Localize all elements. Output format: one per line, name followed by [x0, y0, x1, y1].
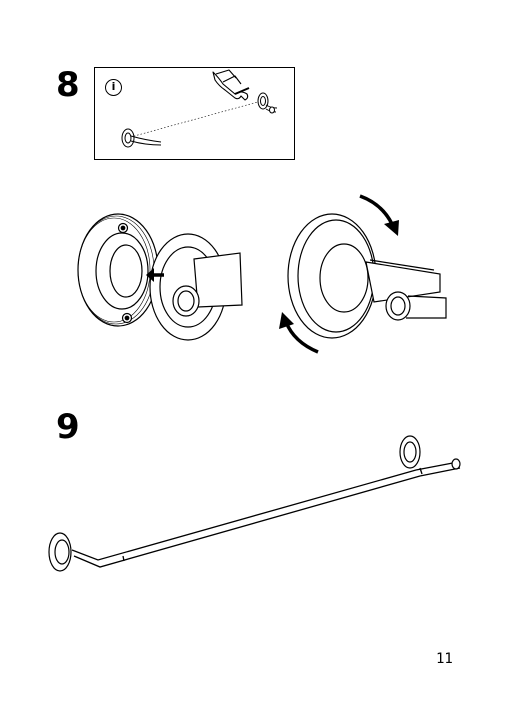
- step-8-number: 8: [56, 65, 80, 105]
- info-icon: i: [105, 79, 122, 96]
- right-mount-small: [257, 92, 278, 114]
- towel-rail-illustration: [48, 435, 461, 572]
- page-number: 11: [436, 651, 453, 667]
- hand-press-icon: [212, 69, 250, 101]
- step-8-overview-box: i: [94, 67, 295, 160]
- rotate-arrow-icon: [359, 194, 394, 225]
- rotate-arrow-head-bottom: [279, 312, 294, 329]
- left-mount-small: [121, 128, 162, 148]
- step-8-push-illustration: [77, 213, 243, 341]
- step-8-rotate-illustration: [279, 194, 447, 354]
- rotate-arrow-head-top: [384, 220, 399, 236]
- step-8-overview-drawing: [121, 69, 278, 148]
- step-9-number: 9: [56, 407, 80, 447]
- push-arrow-icon: [146, 268, 164, 282]
